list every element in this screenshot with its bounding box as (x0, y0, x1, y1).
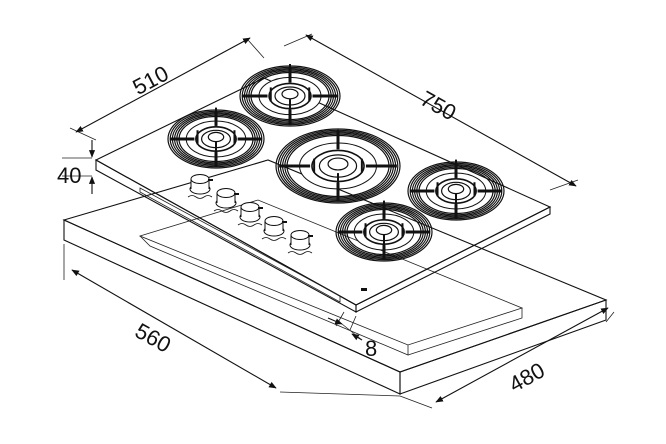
burner-group (167, 64, 505, 262)
dimension-label-40: 40 (57, 163, 81, 188)
rear-left-burner (239, 64, 341, 127)
dimension-label-8: 8 (365, 336, 377, 361)
control-knobs (187, 174, 313, 255)
cutout-opening (138, 199, 524, 346)
knob-2[interactable] (213, 188, 239, 213)
dimension-40: 40 (57, 140, 96, 194)
knob-5[interactable] (287, 230, 313, 255)
dimension-label-510: 510 (128, 61, 172, 100)
front-burner (335, 200, 433, 262)
right-burner (407, 159, 505, 221)
hob-badge (361, 288, 367, 291)
dimension-8: 8 (327, 311, 377, 361)
dimension-label-560: 560 (131, 318, 175, 358)
knob-3[interactable] (237, 202, 263, 227)
dimension-560: 560 (63, 244, 401, 397)
dimension-label-480: 480 (505, 357, 549, 397)
knob-4[interactable] (261, 216, 287, 241)
left-burner (167, 107, 265, 169)
dimension-label-750: 750 (416, 86, 460, 126)
knob-1[interactable] (187, 174, 213, 199)
center-wok-burner (275, 128, 401, 204)
